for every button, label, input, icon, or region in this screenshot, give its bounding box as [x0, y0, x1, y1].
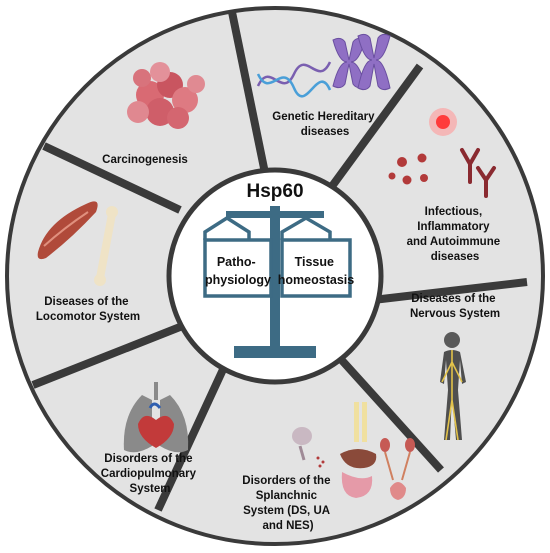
lungs-heart-icon	[123, 382, 189, 453]
digestive-organs-icon	[292, 402, 415, 500]
segment-label-infectious: Infectious, Inflammatory and Autoimmune …	[407, 206, 504, 263]
virus-icon	[388, 153, 428, 185]
left-pan	[203, 238, 273, 298]
human-nervous-system-icon	[440, 332, 466, 441]
right-pan-label: Tissue homeostasis	[278, 255, 354, 287]
balance-scale-icon	[203, 206, 352, 358]
cancer-cells-icon	[127, 62, 205, 129]
segment-label-nervous: Diseases of the Nervous System	[410, 293, 500, 320]
center-title: Hsp60	[246, 181, 303, 202]
segment-dividers	[31, 11, 528, 512]
dna-helix-icon	[256, 61, 332, 98]
segment-label-splanchnic: Disorders of the Splanchnic System (DS, …	[242, 475, 333, 532]
infection-glow-icon	[429, 108, 457, 136]
left-pan-label: Patho- physiology	[205, 255, 271, 287]
segment-label-cardio: Disorders of the Cardiopulmonary System	[101, 453, 199, 495]
antibody-icon	[460, 148, 496, 198]
segment-label-carcinogenesis: Carcinogenesis	[102, 154, 188, 166]
segment-label-genetic: Genetic Hereditary diseases	[272, 111, 377, 138]
muscle-bone-icon	[37, 201, 118, 286]
segment-label-locomotor: Diseases of the Locomotor System	[36, 296, 140, 323]
chromosome-icon	[332, 33, 391, 91]
right-pan	[280, 238, 352, 298]
